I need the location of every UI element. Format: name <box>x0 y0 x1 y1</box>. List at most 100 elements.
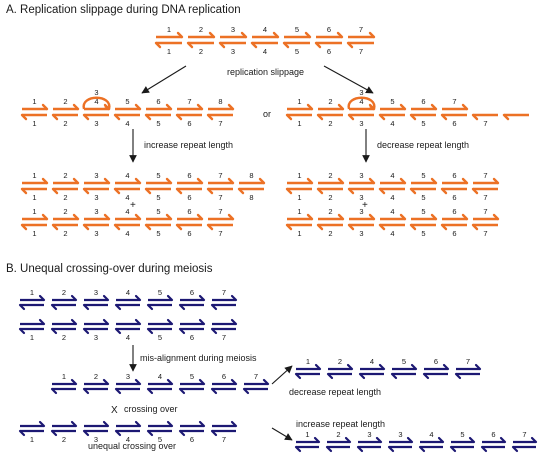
repeat-unit-number: 3 <box>94 171 98 180</box>
bottom-strand-arrow-head <box>51 113 59 121</box>
repeat-unit-number: 4 <box>390 119 394 128</box>
reverse-strand-arrow-head <box>178 429 186 437</box>
reverse-strand-arrow-head <box>114 327 122 335</box>
top-strand-arrow-head <box>165 213 173 221</box>
repeat-unit-number: 2 <box>328 207 332 216</box>
repeat-unit-number: 2 <box>199 47 203 56</box>
top-strand-arrow-head <box>337 103 345 111</box>
repeat-unit-number: 3 <box>94 288 98 297</box>
repeat-unit-number: 4 <box>263 25 267 34</box>
top-strand-arrow-head <box>176 31 184 39</box>
forward-strand-arrow-head <box>70 294 78 302</box>
repeat-unit-number: 4 <box>94 97 98 106</box>
bottom-strand-arrow-head <box>409 187 417 195</box>
reverse-strand-arrow-head <box>210 429 218 437</box>
repeat-unit-number: 4 <box>370 357 374 366</box>
bottom-strand-arrow-head <box>20 113 28 121</box>
slippage-pointer-right <box>323 65 374 94</box>
repeat-unit-number: 2 <box>328 119 332 128</box>
bottom-strand-arrow-head <box>206 223 214 231</box>
reverse-strand-arrow-head <box>358 372 366 380</box>
reverse-strand-arrow-head <box>480 445 488 453</box>
bottom-strand-arrow-head <box>218 41 226 49</box>
bottom-strand-arrow-head <box>175 223 183 231</box>
top-strand-arrow-head <box>41 103 49 111</box>
increase-product-label: increase repeat length <box>296 419 385 429</box>
top-strand-arrow-head <box>258 177 266 185</box>
forward-strand-arrow-head <box>102 294 110 302</box>
top-strand-arrow-head <box>336 31 344 39</box>
top-strand-arrow-head <box>165 103 173 111</box>
repeat-unit-number: 4 <box>429 430 433 439</box>
repeat-unit-number: 5 <box>156 229 160 238</box>
forward-strand-arrow-head <box>230 294 238 302</box>
crossing-over-label: crossing over <box>124 404 178 414</box>
repeat-unit-number: 3 <box>94 119 98 128</box>
repeat-unit-number: 1 <box>297 193 301 202</box>
forward-strand-arrow-head <box>134 378 142 386</box>
bottom-strand-arrow-head <box>250 41 258 49</box>
forward-strand-arrow-head <box>530 436 538 444</box>
repeat-unit-number: 6 <box>187 193 191 202</box>
repeat-unit-number: 1 <box>297 171 301 180</box>
forward-strand-arrow-head <box>166 294 174 302</box>
repeat-unit-number: 6 <box>434 357 438 366</box>
bottom-strand-arrow-head <box>347 187 355 195</box>
reverse-strand-arrow-head <box>50 387 58 395</box>
top-strand-arrow-head <box>72 177 80 185</box>
bottom-strand-arrow-head <box>144 187 152 195</box>
reverse-strand-arrow-head <box>18 429 26 437</box>
top-strand-arrow-head <box>399 103 407 111</box>
forward-strand-arrow-head <box>102 318 110 326</box>
or-label: or <box>263 109 271 119</box>
top-strand-arrow-head <box>72 213 80 221</box>
top-strand-arrow-head <box>368 103 376 111</box>
bottom-strand-arrow-head <box>282 41 290 49</box>
bottom-strand-arrow-head <box>409 223 417 231</box>
repeat-unit-number: 7 <box>359 47 363 56</box>
top-strand-arrow-head <box>134 103 142 111</box>
reverse-strand-arrow-head <box>454 372 462 380</box>
repeat-unit-number: 7 <box>218 119 222 128</box>
bottom-strand-arrow-head <box>175 113 183 121</box>
repeat-unit-number: 7 <box>466 357 470 366</box>
top-strand-arrow-head <box>103 103 111 111</box>
reverse-strand-arrow-head <box>242 387 250 395</box>
top-strand-arrow-head <box>399 213 407 221</box>
repeat-unit-number: 1 <box>32 171 36 180</box>
top-strand-arrow-head <box>196 213 204 221</box>
repeat-unit-number: 1 <box>32 229 36 238</box>
forward-strand-arrow-head <box>38 294 46 302</box>
repeat-unit-number: 5 <box>158 288 162 297</box>
top-strand-arrow-head <box>103 177 111 185</box>
repeat-unit-number: 7 <box>483 119 487 128</box>
repeat-unit-number: 4 <box>390 229 394 238</box>
forward-strand-arrow-head <box>70 318 78 326</box>
top-strand-arrow-head <box>492 213 500 221</box>
repeat-unit-number: 5 <box>460 430 464 439</box>
reverse-strand-arrow-head <box>326 372 334 380</box>
repeat-unit-number: 2 <box>62 288 66 297</box>
repeat-unit-number: 5 <box>156 119 160 128</box>
reverse-strand-arrow-head <box>146 387 154 395</box>
repeat-unit-number: 6 <box>327 47 331 56</box>
repeat-unit-number: 5 <box>421 207 425 216</box>
bottom-strand-arrow-head <box>502 113 510 121</box>
reverse-strand-arrow-head <box>18 303 26 311</box>
reverse-strand-arrow-head <box>50 429 58 437</box>
repeat-unit-number: 5 <box>402 357 406 366</box>
repeat-unit-number: 6 <box>190 333 194 342</box>
bottom-strand-arrow-head <box>316 223 324 231</box>
repeat-unit-number: 5 <box>421 229 425 238</box>
repeat-unit-number: 3 <box>367 430 371 439</box>
repeat-unit-number: 6 <box>187 171 191 180</box>
increase-repeat-label: increase repeat length <box>144 140 233 150</box>
repeat-unit-number: 3 <box>94 193 98 202</box>
repeat-unit-number: 7 <box>452 97 456 106</box>
bottom-strand-arrow-head <box>285 187 293 195</box>
section-a-title: A. Replication slippage during DNA repli… <box>6 4 241 16</box>
bottom-strand-arrow-head <box>20 223 28 231</box>
repeat-unit-number: 2 <box>63 97 67 106</box>
